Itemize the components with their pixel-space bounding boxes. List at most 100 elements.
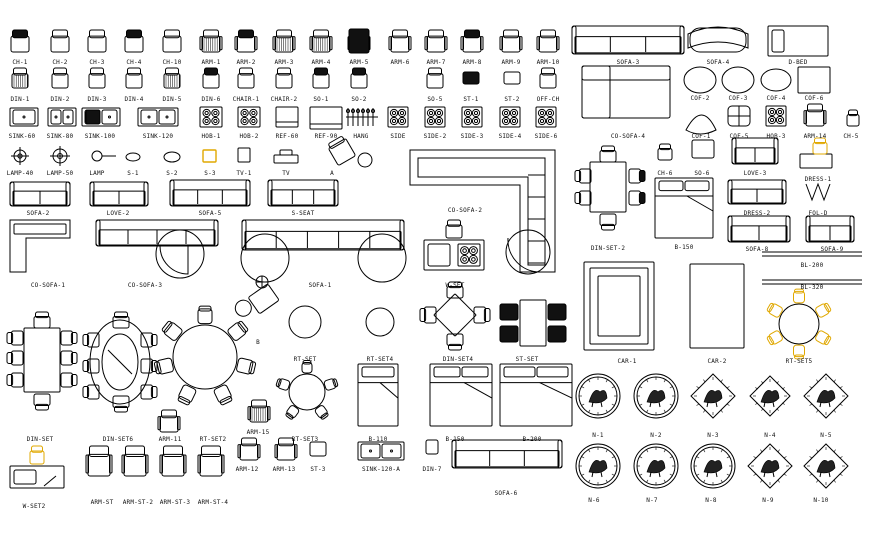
chair-symbol — [6, 372, 24, 388]
outline — [460, 246, 470, 256]
block-label: SOFA-9 — [820, 246, 844, 253]
block-label: SOFA-6 — [494, 490, 518, 497]
outline — [773, 137, 779, 165]
outline — [767, 25, 829, 57]
outline — [251, 110, 256, 116]
outline — [426, 35, 446, 53]
outline — [112, 395, 130, 409]
outline — [199, 453, 223, 477]
sofa-symbol — [241, 219, 405, 251]
outline — [239, 67, 253, 76]
sofa-4-symbol — [687, 26, 749, 53]
outline — [434, 116, 444, 126]
block-label: ARM-14 — [803, 133, 827, 140]
outline — [581, 65, 671, 81]
side-table-symbol — [424, 106, 446, 128]
armchair-symbol — [274, 437, 298, 461]
block-label: SIDE-3 — [460, 133, 484, 140]
outline — [177, 396, 191, 406]
outline — [361, 366, 395, 378]
outline — [646, 460, 666, 474]
outline — [761, 407, 764, 411]
outline — [575, 443, 621, 489]
outline — [202, 116, 211, 126]
outline — [715, 471, 718, 478]
outline — [237, 444, 241, 459]
outline — [828, 471, 831, 478]
outline — [272, 36, 276, 51]
block-label: DIN-SET4 — [442, 356, 474, 363]
outline — [351, 109, 355, 113]
emblem-n7-icon — [633, 443, 679, 489]
outline — [433, 366, 461, 378]
outline — [657, 147, 673, 161]
outline — [107, 349, 133, 375]
outline — [547, 325, 567, 343]
dining-chair-symbol — [312, 67, 330, 89]
outline — [277, 378, 291, 391]
outline — [112, 315, 130, 329]
cof-1-symbol — [685, 114, 717, 135]
outline — [685, 114, 717, 135]
chair-symbol — [419, 306, 437, 324]
outline — [275, 378, 282, 388]
outline — [172, 324, 238, 390]
outline — [60, 350, 74, 366]
outline — [766, 302, 775, 313]
outline — [777, 117, 783, 123]
bed-150-symbol — [429, 363, 493, 427]
outline — [809, 403, 813, 406]
block-label: N-2 — [650, 432, 662, 439]
outline — [669, 473, 673, 476]
round-table-set-2-symbol — [153, 305, 257, 406]
outline — [807, 103, 823, 113]
outline — [426, 73, 444, 89]
outline — [833, 449, 836, 453]
dresser-2-symbol — [727, 179, 787, 205]
chair-symbol — [628, 190, 646, 206]
outline — [10, 330, 24, 346]
outline — [658, 401, 661, 408]
armchair-symbol — [803, 103, 827, 127]
outline — [202, 149, 217, 163]
chair-symbol — [793, 288, 805, 304]
outline — [803, 443, 849, 489]
block-label: ARM-6 — [390, 59, 410, 66]
block-label: SINK-60 — [8, 133, 36, 140]
outline — [125, 445, 145, 457]
outline — [202, 108, 211, 118]
block-label: SOFA-1 — [308, 282, 332, 289]
outline — [249, 108, 258, 118]
s-seat-symbol — [267, 179, 339, 207]
outline — [809, 386, 813, 389]
emblem-n10-icon — [803, 443, 849, 489]
outline — [471, 257, 476, 262]
outline — [251, 399, 267, 409]
outline — [747, 443, 793, 489]
chair-symbol — [153, 357, 174, 375]
outline — [426, 108, 436, 118]
outline — [783, 473, 787, 476]
outline — [201, 445, 221, 457]
outline — [87, 453, 111, 477]
block-label: ARM-15 — [246, 429, 270, 436]
dining-set-4-symbol — [433, 293, 477, 337]
outline — [823, 110, 827, 125]
outline — [177, 416, 181, 431]
outline — [547, 303, 567, 321]
outline — [313, 29, 329, 39]
chair-symbol — [60, 372, 78, 388]
outline — [10, 350, 24, 366]
w-set-symbol — [423, 239, 485, 271]
emblem-n4-icon — [749, 375, 791, 417]
outline — [669, 456, 673, 459]
outline — [768, 330, 783, 345]
outline — [428, 110, 434, 116]
dining-chair-symbol — [237, 67, 255, 89]
outline — [463, 116, 473, 126]
outline — [140, 358, 154, 374]
block-label: D-BED — [788, 59, 808, 66]
outline — [509, 116, 519, 126]
chair-symbol — [599, 213, 617, 231]
